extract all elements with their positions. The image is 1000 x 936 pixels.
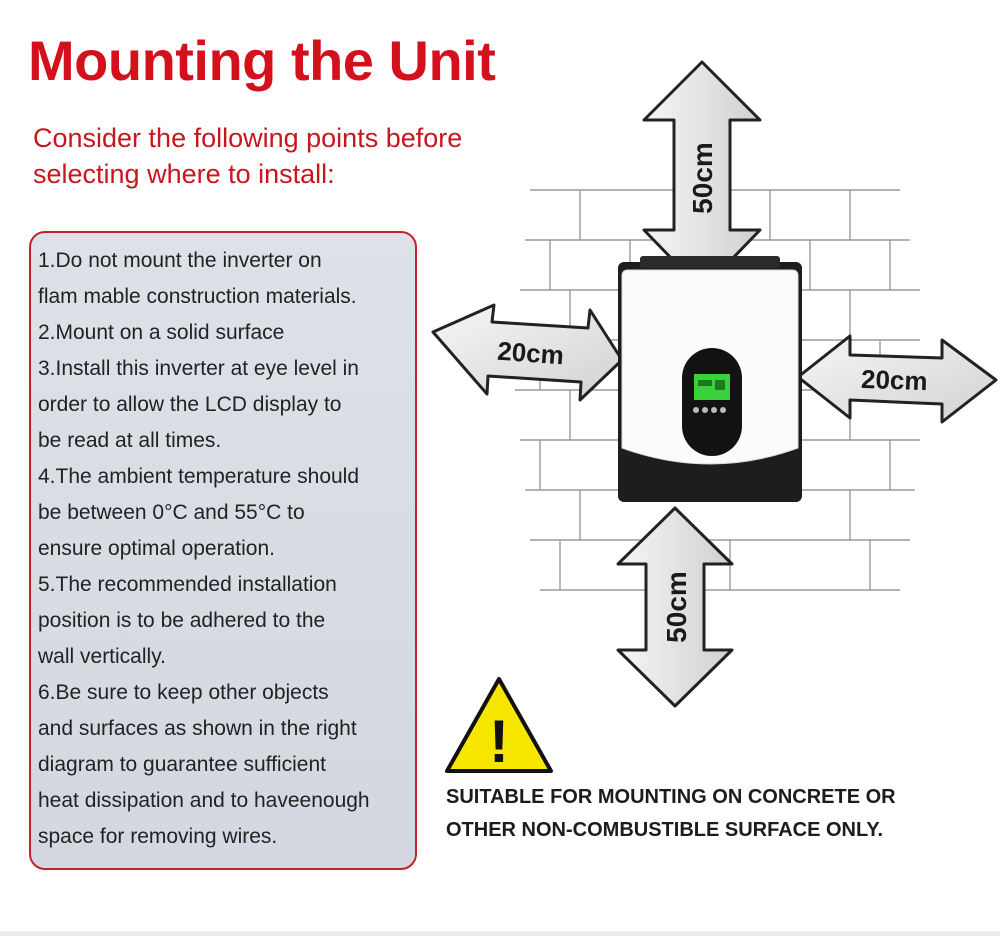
point-line: wall vertically.	[38, 645, 166, 668]
point-line: be read at all times.	[38, 429, 222, 452]
mounting-warning-text: SUITABLE FOR MOUNTING ON CONCRETE OR OTH…	[446, 781, 991, 847]
installation-points-panel	[29, 231, 417, 870]
point-line: heat dissipation and to haveenough	[38, 789, 370, 812]
top-clearance-label: 50cm	[687, 142, 718, 214]
bottom-clearance-label: 50cm	[661, 571, 692, 643]
bottom-divider	[0, 931, 1000, 936]
point-line: 2.Mount on a solid surface	[38, 321, 285, 344]
page-subtitle: Consider the following points before sel…	[33, 123, 463, 189]
top-clearance-arrow: 50cm	[642, 60, 762, 292]
point-line: space for removing wires.	[38, 825, 278, 848]
point-line: 5.The recommended installation	[38, 573, 337, 596]
clearance-diagram: 50cm 50cm 20cm 20cm	[431, 60, 998, 708]
right-clearance-arrow: 20cm	[796, 334, 998, 424]
left-clearance-arrow: 20cm	[431, 303, 624, 402]
point-line: ensure optimal operation.	[38, 537, 275, 560]
warning-line-1: SUITABLE FOR MOUNTING ON CONCRETE OR	[446, 786, 896, 808]
right-clearance-label: 20cm	[861, 364, 929, 396]
point-line: order to allow the LCD display to	[38, 393, 342, 416]
point-line: flam mable construction materials.	[38, 285, 357, 308]
page-title: Mounting the Unit	[28, 29, 496, 92]
point-line: position is to be adhered to the	[38, 609, 326, 632]
inverter-icon	[618, 256, 802, 502]
warning-line-2: OTHER NON-COMBUSTIBLE SURFACE ONLY.	[446, 819, 884, 841]
point-line: and surfaces as shown in the right	[38, 717, 357, 740]
point-line: 6.Be sure to keep other objects	[38, 681, 329, 704]
point-line: 1.Do not mount the inverter on	[38, 249, 322, 272]
bottom-clearance-arrow: 50cm	[616, 506, 734, 708]
point-line: be between 0°C and 55°C to	[38, 501, 305, 524]
warning-icon: !	[445, 677, 553, 774]
point-line: diagram to guarantee sufficient	[38, 753, 326, 776]
installation-points-list: 1.Do not mount the inverter on flam mabl…	[38, 243, 418, 855]
left-clearance-label: 20cm	[496, 336, 564, 371]
point-line: 4.The ambient temperature should	[38, 465, 360, 488]
warning-symbol: !	[489, 708, 509, 774]
point-line: 3.Install this inverter at eye level in	[38, 357, 359, 380]
